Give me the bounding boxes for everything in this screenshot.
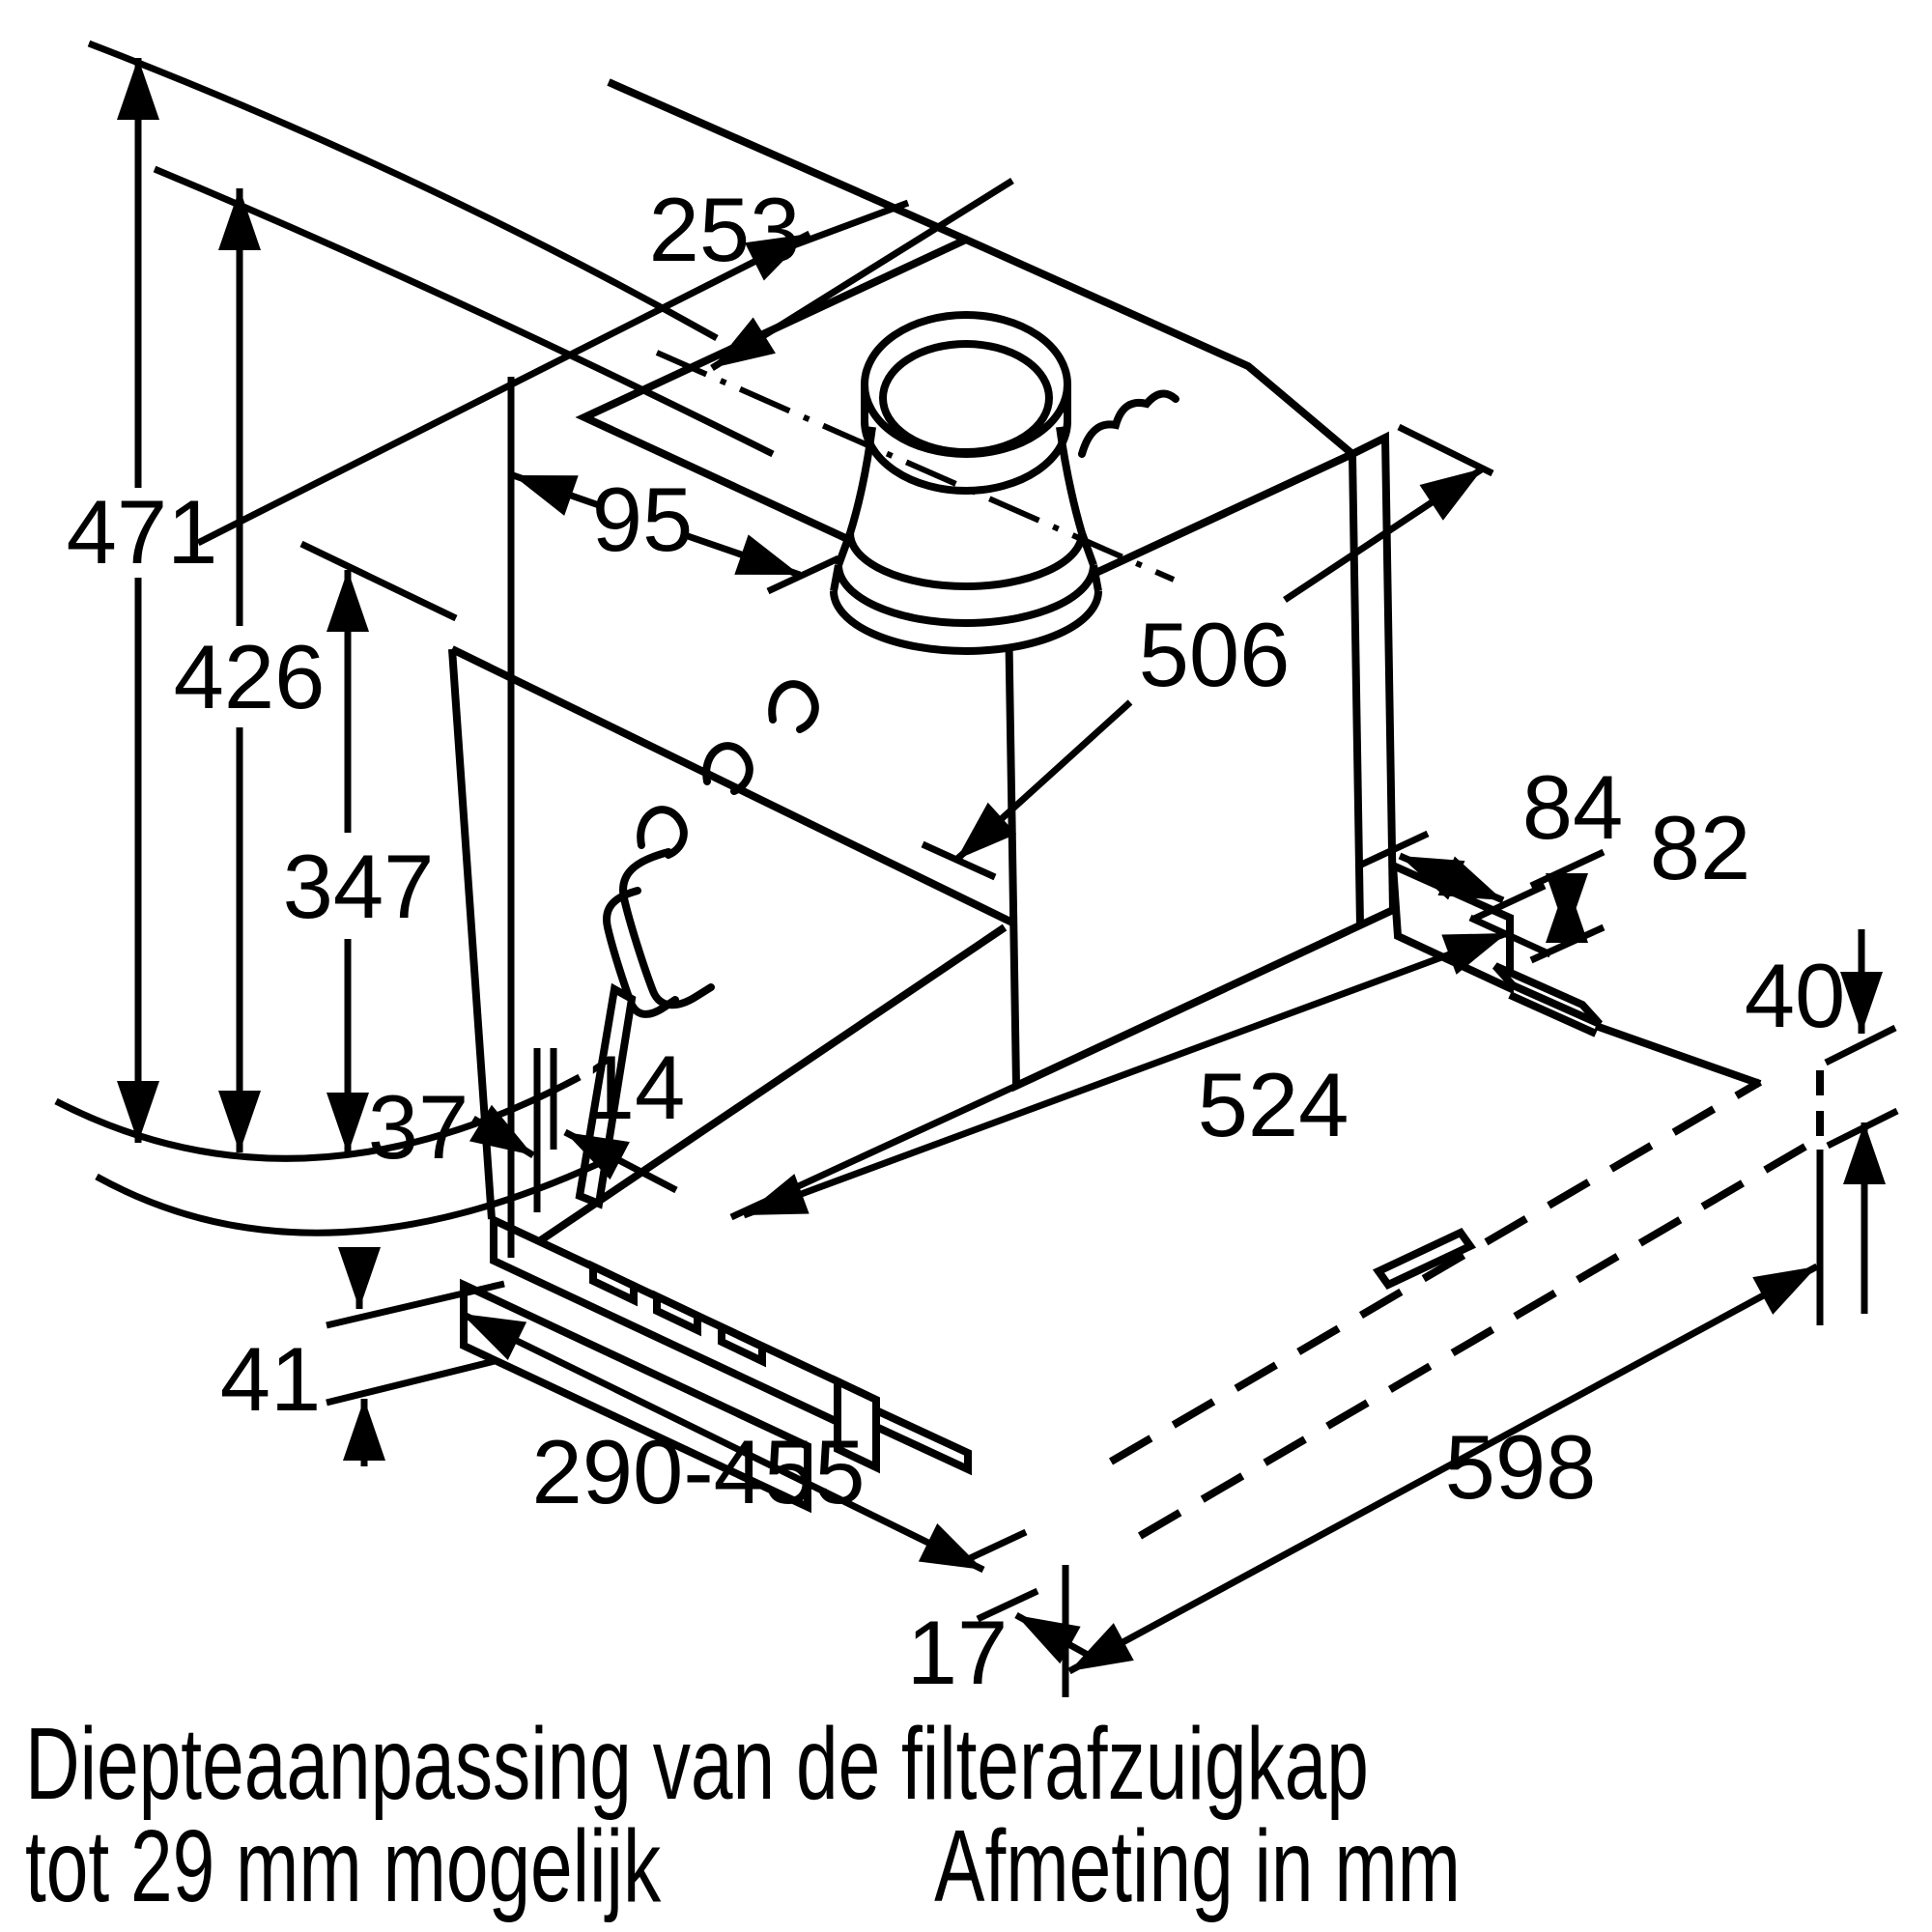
dim-506-extension-right [1397, 423, 1494, 477]
captions: Diepteaanpassing van de filterafzuigkap … [25, 1707, 1461, 1923]
dim-37-arrow [469, 1104, 535, 1158]
dimension-471: 471 [67, 58, 218, 1143]
dimension-84-label: 84 [1522, 756, 1624, 858]
bottom-reference-curve-1 [54, 1073, 582, 1162]
dim-95-line-right [686, 532, 802, 579]
dimension-37-label: 37 [368, 1076, 469, 1178]
vent-slot [589, 1260, 638, 1307]
support-bracket [1492, 962, 1762, 1088]
hinge-hook-inner [603, 887, 679, 1018]
dimension-471-label: 471 [67, 481, 218, 582]
dim-347-extension [299, 540, 458, 622]
dim-17-extension-2 [976, 1587, 1039, 1623]
dimension-253: 253 [196, 178, 1014, 547]
unit-note: Afmeting in mm [934, 1809, 1461, 1923]
dimension-290-455-label: 290-455 [532, 1421, 866, 1522]
pullout-top-left-edge [450, 645, 1014, 926]
dim-290-455-line [460, 1310, 985, 1574]
duct-flange-ring-3 [830, 590, 1102, 655]
top-reference-curve-1 [87, 40, 719, 342]
dim-41-extension-1 [326, 1280, 505, 1329]
dim-40-extension-1 [1824, 1024, 1897, 1066]
dimension-524-label: 524 [1198, 1054, 1350, 1155]
duct-flange-ring-1 [846, 532, 1086, 590]
duct-rim-inner [879, 340, 1053, 456]
dimension-14: 14 [563, 1037, 686, 1194]
dim-506-line-left [953, 699, 1133, 863]
cabinet-bottom-edge [1594, 1022, 1762, 1088]
dimension-14-label: 14 [584, 1037, 686, 1138]
dimension-347-label: 347 [283, 836, 435, 937]
caption-line-1: Diepteaanpassing van de filterafzuigkap [25, 1707, 1369, 1821]
dim-253-extension [771, 199, 910, 257]
dimension-506-label: 506 [1139, 604, 1291, 705]
hood-bottom-edge-extension [729, 1082, 1018, 1221]
dim-95-extension [766, 554, 840, 595]
dim-17-arrow [1014, 1611, 1098, 1664]
dimension-253-label: 253 [649, 179, 801, 280]
dimension-290-455: 290-455 [460, 1310, 985, 1574]
dimension-598: 598 [1062, 1263, 1819, 1697]
hinge-hook-outer [619, 848, 715, 1009]
dimension-506: 506 [921, 423, 1494, 881]
dimension-95-label: 95 [592, 469, 694, 570]
dimension-84: 84 [1355, 756, 1624, 923]
dim-253-line-left [196, 230, 811, 547]
dimension-426-label: 426 [174, 626, 326, 727]
dim-598-line [1067, 1263, 1819, 1675]
dim-17-extension-1 [964, 1528, 1028, 1564]
dimension-82-label: 82 [1650, 797, 1751, 898]
dimension-426: 426 [174, 188, 326, 1152]
dim-84-extension-1 [1355, 830, 1430, 870]
dim-82-extension-1 [1529, 848, 1605, 890]
dimension-37: 37 [368, 1076, 535, 1178]
dimension-95: 95 [511, 469, 840, 595]
dim-41-extension-2 [326, 1357, 496, 1406]
dimension-347: 347 [283, 540, 458, 1154]
dimension-17-label: 17 [907, 1602, 1009, 1703]
dimension-524: 524 [742, 914, 1552, 1219]
dim-524-line [742, 929, 1509, 1219]
dim-84-line [1398, 852, 1505, 904]
bottom-reference-curve-2 [95, 1151, 620, 1236]
dim-524-extension [1468, 914, 1552, 958]
dimension-598-label: 598 [1445, 1416, 1597, 1518]
dim-84-extension-2 [1472, 882, 1547, 923]
dim-14-arrow [563, 1128, 678, 1194]
duct-flange-ring-2 [835, 564, 1097, 627]
dim-506-extension-left [921, 840, 997, 881]
dimension-40-label: 40 [1745, 945, 1846, 1046]
dimension-41-label: 41 [220, 1328, 322, 1430]
dim-253-line-right [710, 178, 1014, 371]
dim-40-extension-2 [1826, 1107, 1899, 1150]
dimension-17: 17 [907, 1528, 1098, 1703]
dim-95-line-left [511, 471, 601, 516]
visor-rail-arm [872, 1404, 972, 1476]
duct-rim-bottom [861, 384, 1071, 495]
caption-line-2: tot 29 mm mogelijk [25, 1809, 661, 1923]
duct-centerline [655, 350, 1176, 582]
back-edge-clip [1078, 389, 1179, 458]
dimension-41: 41 [220, 1247, 505, 1466]
duct-rim-outer [861, 311, 1071, 458]
dimension-40: 40 [1745, 929, 1899, 1314]
back-edge-extension-line [607, 78, 968, 243]
dim-506-line-right [1283, 466, 1485, 603]
duct-collar [830, 311, 1102, 655]
hood-front-face-crease [1349, 453, 1364, 926]
